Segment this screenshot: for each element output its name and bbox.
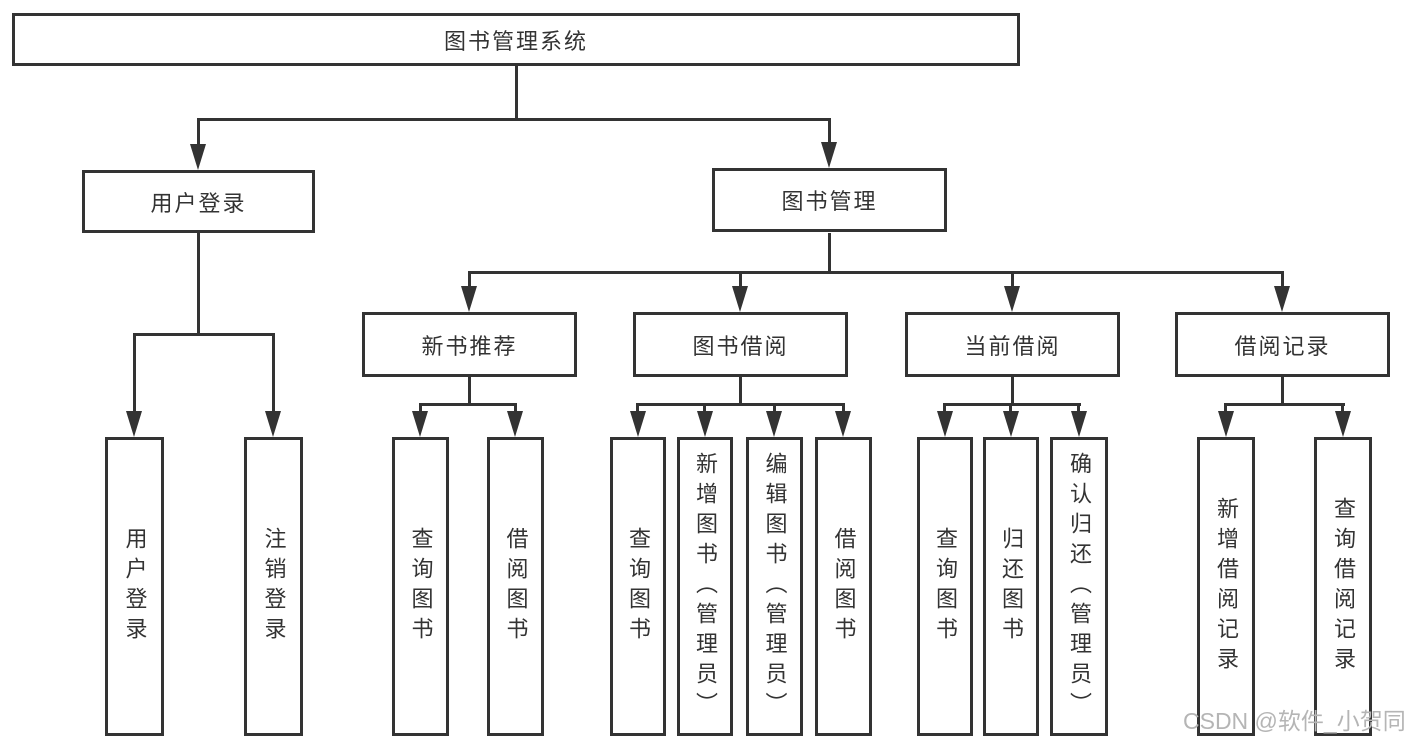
- leaf-borrow-books-newbook: 借阅图书: [487, 437, 544, 736]
- node-new-book-recommendation: 新书推荐: [362, 312, 577, 377]
- connector-line: [197, 118, 200, 146]
- leaf-add-books-admin: 新增图书（管理员）: [677, 437, 733, 736]
- connector-line: [419, 403, 517, 406]
- leaf-label: 查询图书: [626, 526, 651, 647]
- leaf-label: 编辑图书（管理员）: [762, 451, 788, 722]
- leaf-label: 查询图书: [933, 526, 958, 647]
- connector-line: [1224, 403, 1345, 406]
- leaf-label: 确认归还（管理员）: [1067, 451, 1092, 722]
- connector-line: [515, 66, 518, 121]
- leaf-label: 借阅图书: [831, 526, 857, 647]
- leaf-label: 归还图书: [999, 526, 1024, 647]
- node-book-management: 图书管理: [712, 168, 947, 232]
- arrow-down-icon: [937, 411, 953, 437]
- node-label: 图书管理: [781, 189, 878, 214]
- connector-line: [1077, 403, 1080, 414]
- connector-line: [1224, 403, 1227, 414]
- leaf-return-books: 归还图书: [983, 437, 1039, 736]
- node-label: 用户登录: [150, 190, 247, 216]
- csdn-watermark: CSDN @软件_小贺同学: [1183, 708, 1405, 734]
- leaf-label: 用户登录: [122, 526, 148, 647]
- leaf-confirm-return-admin: 确认归还（管理员）: [1050, 437, 1108, 736]
- node-label: 图书管理系统: [443, 28, 588, 54]
- leaf-label: 注销登录: [261, 526, 287, 647]
- connector-line: [197, 118, 831, 121]
- connector-line: [1341, 403, 1344, 414]
- connector-line: [197, 233, 200, 336]
- arrow-down-icon: [766, 411, 782, 437]
- connector-line: [1011, 271, 1014, 288]
- leaf-logout: 注销登录: [244, 437, 303, 736]
- connector-line: [1281, 377, 1284, 406]
- leaf-query-borrow-record: 查询借阅记录: [1314, 437, 1372, 736]
- connector-line: [703, 403, 706, 414]
- arrow-down-icon: [126, 411, 142, 437]
- arrow-down-icon: [732, 286, 748, 312]
- leaf-label: 借阅图书: [503, 526, 529, 647]
- connector-line: [636, 403, 845, 406]
- node-label: 图书借阅: [692, 333, 789, 359]
- leaf-label: 查询借阅记录: [1331, 496, 1356, 677]
- node-borrowing-records: 借阅记录: [1175, 312, 1390, 377]
- arrow-down-icon: [1335, 411, 1351, 437]
- arrow-down-icon: [1004, 286, 1020, 312]
- leaf-query-books-newbook: 查询图书: [392, 437, 449, 736]
- arrow-down-icon: [190, 144, 206, 170]
- node-user-login: 用户登录: [82, 170, 315, 233]
- connector-line: [636, 403, 639, 414]
- arrow-down-icon: [1071, 411, 1087, 437]
- connector-line: [739, 377, 742, 406]
- leaf-user-login: 用户登录: [105, 437, 164, 736]
- arrow-down-icon: [461, 286, 477, 312]
- leaf-add-borrow-record: 新增借阅记录: [1197, 437, 1255, 736]
- arrow-down-icon: [835, 411, 851, 437]
- connector-line: [842, 403, 845, 414]
- connector-line: [272, 333, 275, 413]
- connector-line: [468, 271, 1284, 274]
- arrow-down-icon: [821, 142, 837, 168]
- connector-line: [828, 118, 831, 144]
- connector-line: [468, 271, 471, 288]
- arrow-down-icon: [412, 411, 428, 437]
- arrow-down-icon: [1274, 286, 1290, 312]
- connector-line: [1281, 271, 1284, 288]
- leaf-label: 查询图书: [408, 526, 434, 647]
- leaf-borrow-books: 借阅图书: [815, 437, 872, 736]
- connector-line: [773, 403, 776, 414]
- connector-line: [514, 403, 517, 414]
- connector-line: [133, 333, 275, 336]
- node-book-borrowing: 图书借阅: [633, 312, 848, 377]
- arrow-down-icon: [697, 411, 713, 437]
- connector-line: [739, 271, 742, 288]
- leaf-query-books-current: 查询图书: [917, 437, 973, 736]
- connector-line: [133, 333, 136, 413]
- node-library-management-system: 图书管理系统: [12, 13, 1020, 66]
- connector-line: [468, 377, 471, 406]
- leaf-label: 新增借阅记录: [1214, 496, 1239, 677]
- node-current-borrowing: 当前借阅: [905, 312, 1120, 377]
- connector-line: [828, 233, 831, 274]
- arrow-down-icon: [507, 411, 523, 437]
- connector-line: [943, 403, 1081, 406]
- leaf-edit-books-admin: 编辑图书（管理员）: [746, 437, 803, 736]
- node-label: 新书推荐: [421, 333, 518, 359]
- arrow-down-icon: [1218, 411, 1234, 437]
- connector-line: [419, 403, 422, 414]
- arrow-down-icon: [630, 411, 646, 437]
- node-label: 借阅记录: [1234, 333, 1331, 359]
- node-label: 当前借阅: [964, 333, 1061, 359]
- leaf-label: 新增图书（管理员）: [693, 451, 718, 722]
- arrow-down-icon: [265, 411, 281, 437]
- connector-line: [1011, 377, 1014, 406]
- leaf-query-books-borrow: 查询图书: [610, 437, 666, 736]
- connector-line: [1009, 403, 1012, 414]
- arrow-down-icon: [1003, 411, 1019, 437]
- connector-line: [943, 403, 946, 414]
